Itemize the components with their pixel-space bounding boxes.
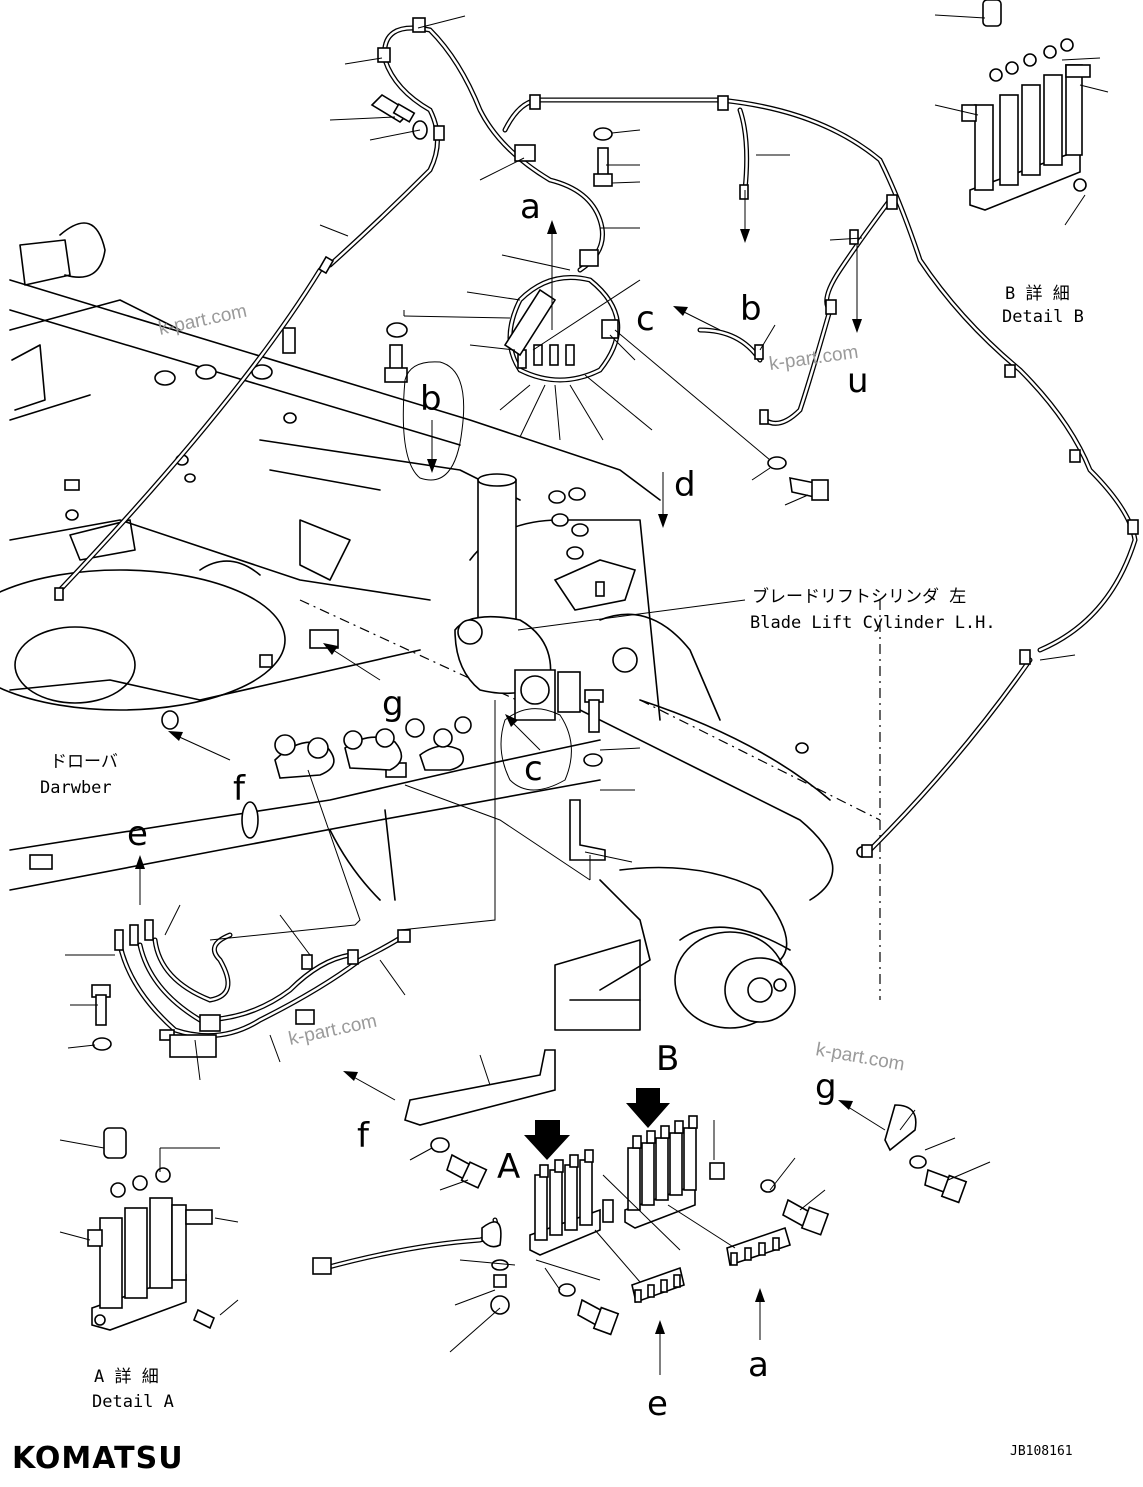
frame-bolts	[29, 327, 868, 870]
callout-c: c	[636, 299, 655, 339]
detail-a-caption-en: Detail A	[92, 1392, 174, 1412]
callout-u: u	[847, 361, 869, 401]
cylinder-bolts	[548, 487, 605, 597]
callout-c-oval: c	[524, 749, 543, 789]
blade-lift-cylinder	[454, 473, 638, 721]
callout-b-oval: b	[420, 379, 442, 419]
callout-b: b	[740, 289, 762, 329]
callout-g: g	[382, 684, 404, 724]
center-a-distributor	[529, 1149, 601, 1256]
callout-f: f	[233, 769, 246, 809]
detail-b-caption-en: Detail B	[1002, 307, 1084, 327]
nipple-blocks	[631, 1226, 791, 1304]
cylinder-caption-jp: ブレードリフトシリンダ 左	[752, 586, 966, 607]
drawbar-caption-jp: ドローバ	[50, 752, 118, 772]
watermark: k-part.com	[157, 301, 249, 340]
callout-e-lower: e	[647, 1384, 668, 1424]
captions: B 詳 細 Detail B ブレードリフトシリンダ 左 Blade Lift …	[40, 284, 1084, 1412]
center-b-distributor	[624, 1115, 698, 1229]
callout-a-lower: a	[748, 1345, 769, 1385]
callout-g-lower: g	[815, 1067, 837, 1107]
callout-big-a: A	[497, 1147, 520, 1187]
loose-fasteners	[91, 93, 968, 1336]
callout-big-b: B	[656, 1039, 679, 1079]
detail-b-distributor	[961, 0, 1091, 211]
callout-f-lower: f	[357, 1116, 370, 1156]
drawing-code: JB108161	[1010, 1444, 1073, 1459]
leader-lines	[59, 14, 1109, 1353]
callout-d: d	[674, 465, 696, 505]
hose-fittings	[54, 17, 1139, 1275]
detail-a-caption-jp: A 詳 細	[94, 1367, 159, 1387]
detail-a-distributor	[87, 1127, 216, 1331]
grease-hoses	[57, 25, 1138, 1271]
detail-b-caption-jp: B 詳 細	[1005, 284, 1070, 304]
clamp-brackets	[274, 716, 472, 779]
callout-letters: a b c u b d g c f e B g f A a e	[127, 187, 869, 1424]
machine-frame	[0, 222, 881, 1031]
direction-arrows	[135, 190, 886, 1375]
drawbar-caption-en: Darwber	[40, 778, 112, 798]
callout-ovals	[402, 361, 572, 791]
callout-a: a	[520, 187, 541, 227]
komatsu-logo: KOMATSU	[12, 1441, 184, 1476]
callout-e: e	[127, 814, 148, 854]
cylinder-caption-en: Blade Lift Cylinder L.H.	[750, 613, 996, 633]
